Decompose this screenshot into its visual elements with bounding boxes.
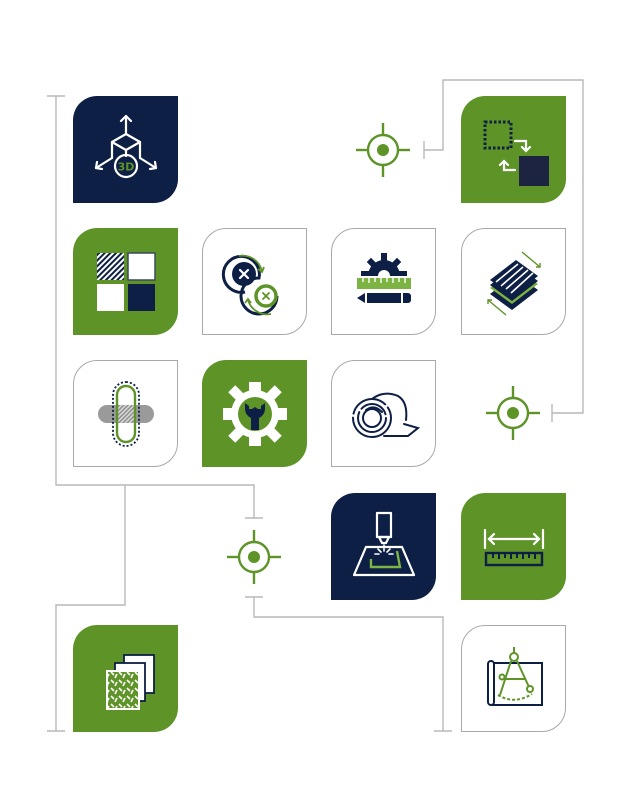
tile-cycle-process — [202, 228, 307, 335]
swatch-grid-icon — [96, 251, 156, 311]
cycle-exchange-icon — [221, 254, 278, 315]
crosshair-icon — [227, 530, 281, 584]
tile-overlap-section — [73, 360, 178, 467]
tile-measurement — [461, 493, 566, 600]
laser-cutter-icon — [352, 511, 415, 576]
3d-cube-axes-icon: 3D — [94, 114, 157, 178]
tile-maintenance — [202, 360, 307, 467]
move-square-icon — [483, 120, 549, 186]
overlap-capsule-icon — [97, 380, 154, 447]
texture-stack-icon — [105, 653, 155, 710]
compass-blueprint-icon — [486, 646, 543, 706]
tile-material-roll — [331, 360, 436, 467]
ruler-measure-icon — [483, 528, 544, 566]
gear-ruler-pencil-icon — [356, 252, 411, 303]
tile-laser-cutting — [331, 493, 436, 600]
crosshair-icon — [356, 123, 410, 177]
crosshair-icon — [486, 386, 540, 440]
crosshair-target-right — [485, 385, 541, 441]
gear-wrench-icon — [222, 381, 287, 446]
layers-icon — [486, 250, 541, 316]
tile-pattern-swatches — [73, 228, 178, 335]
tile-textures — [73, 625, 178, 732]
crosshair-target-top — [355, 122, 411, 178]
crosshair-target-center — [226, 529, 282, 585]
3d-label: 3D — [117, 160, 134, 173]
material-roll-icon — [351, 392, 420, 438]
tile-layered-sheets — [461, 228, 566, 335]
tile-design-engineering — [331, 228, 436, 335]
tile-move-transform — [461, 96, 566, 203]
tile-3d-modeling: 3D — [73, 96, 178, 203]
tile-technical-drawing — [461, 625, 566, 732]
